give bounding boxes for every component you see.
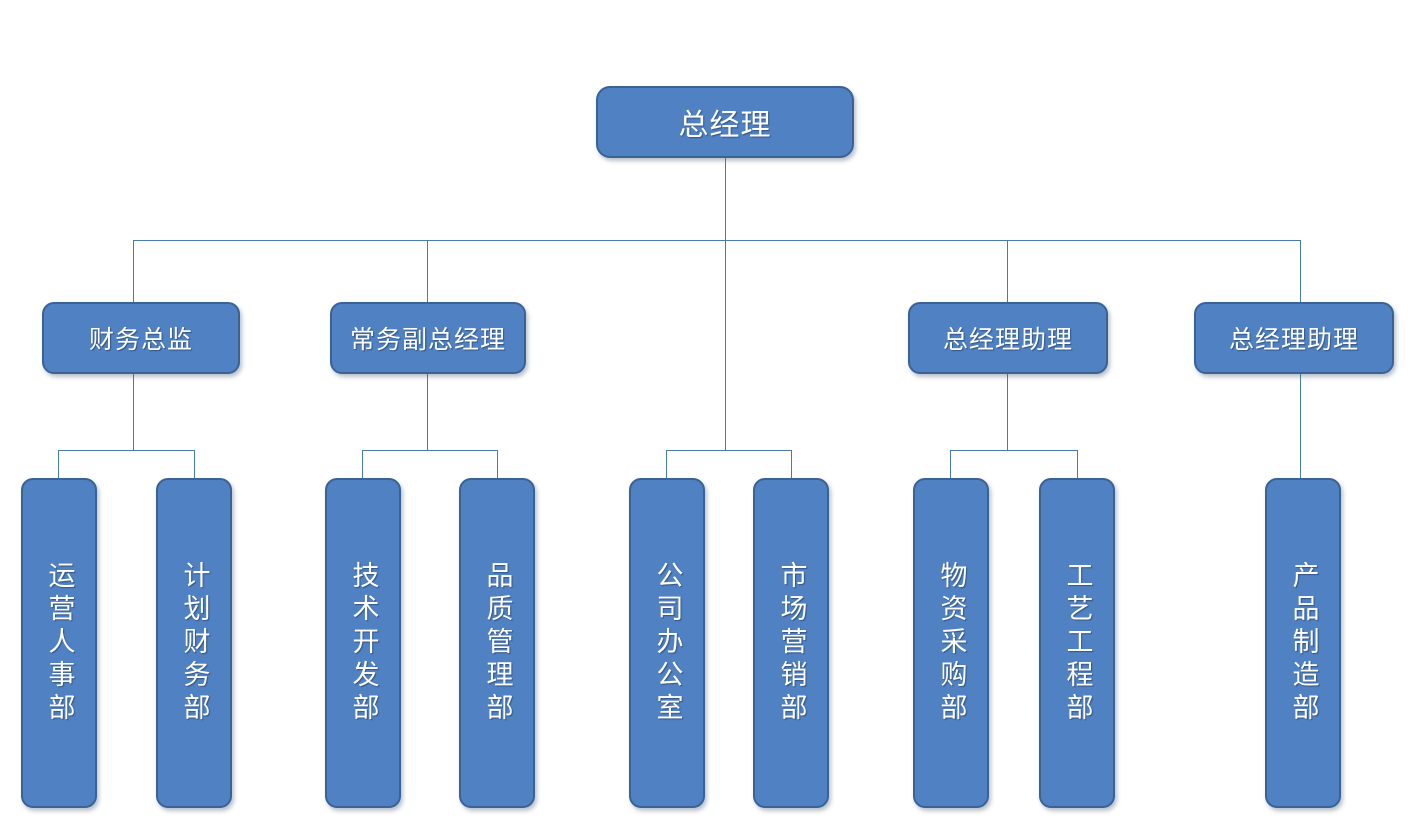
- connector-evp-child-1: [362, 450, 363, 478]
- connector-drop-assistant2: [1300, 240, 1301, 302]
- node-label: 运营人事部: [44, 560, 75, 726]
- node-label: 总经理: [678, 109, 772, 142]
- connector-evp-stem: [427, 374, 428, 450]
- connector-cfo-stem: [133, 374, 134, 450]
- connector-level2-bus: [133, 240, 1300, 241]
- connector-center-bus: [666, 450, 791, 451]
- node-label: 财务总监: [88, 327, 193, 354]
- connector-cfo-bus: [58, 450, 194, 451]
- node-label: 工艺工程部: [1062, 560, 1093, 726]
- node-gm-assistant-1[interactable]: 总经理助理: [908, 302, 1108, 374]
- node-general-manager[interactable]: 总经理: [596, 86, 854, 158]
- connector-cfo-child-1: [58, 450, 59, 478]
- connector-assistant1-bus: [950, 450, 1077, 451]
- connector-center-child-1: [666, 450, 667, 478]
- connector-assistant1-child-2: [1077, 450, 1078, 478]
- connector-center-child-2: [791, 450, 792, 478]
- connector-assistant1-child-1: [950, 450, 951, 478]
- connector-evp-bus: [362, 450, 497, 451]
- connector-drop-cfo: [133, 240, 134, 302]
- node-label: 物资采购部: [936, 560, 967, 726]
- node-label: 技术开发部: [348, 560, 379, 726]
- node-label: 总经理助理: [942, 327, 1073, 354]
- node-dept-tech-dev[interactable]: 技术开发部: [325, 478, 401, 808]
- connector-assistant1-stem: [1007, 374, 1008, 450]
- connector-drop-assistant1: [1007, 240, 1008, 302]
- node-dept-quality-mgmt[interactable]: 品质管理部: [459, 478, 535, 808]
- connector-evp-child-2: [497, 450, 498, 478]
- node-dept-marketing[interactable]: 市场营销部: [753, 478, 829, 808]
- node-label: 产品制造部: [1288, 560, 1319, 726]
- node-label: 常务副总经理: [349, 327, 506, 354]
- node-executive-vp[interactable]: 常务副总经理: [330, 302, 526, 374]
- connector-cfo-child-2: [194, 450, 195, 478]
- node-dept-operations-hr[interactable]: 运营人事部: [21, 478, 97, 808]
- node-label: 品质管理部: [482, 560, 513, 726]
- node-cfo[interactable]: 财务总监: [42, 302, 240, 374]
- node-dept-office[interactable]: 公司办公室: [629, 478, 705, 808]
- node-label: 计划财务部: [179, 560, 210, 726]
- connector-assistant2-stem: [1300, 374, 1301, 478]
- node-dept-plan-finance[interactable]: 计划财务部: [156, 478, 232, 808]
- node-label: 市场营销部: [776, 560, 807, 726]
- connector-drop-evp: [427, 240, 428, 302]
- connector-root-center-stem: [725, 240, 726, 450]
- node-label: 总经理助理: [1228, 327, 1359, 354]
- node-gm-assistant-2[interactable]: 总经理助理: [1194, 302, 1394, 374]
- node-dept-procurement[interactable]: 物资采购部: [913, 478, 989, 808]
- node-dept-process-engineering[interactable]: 工艺工程部: [1039, 478, 1115, 808]
- node-dept-manufacturing[interactable]: 产品制造部: [1265, 478, 1341, 808]
- connector-root-stem: [725, 158, 726, 240]
- node-label: 公司办公室: [652, 560, 683, 726]
